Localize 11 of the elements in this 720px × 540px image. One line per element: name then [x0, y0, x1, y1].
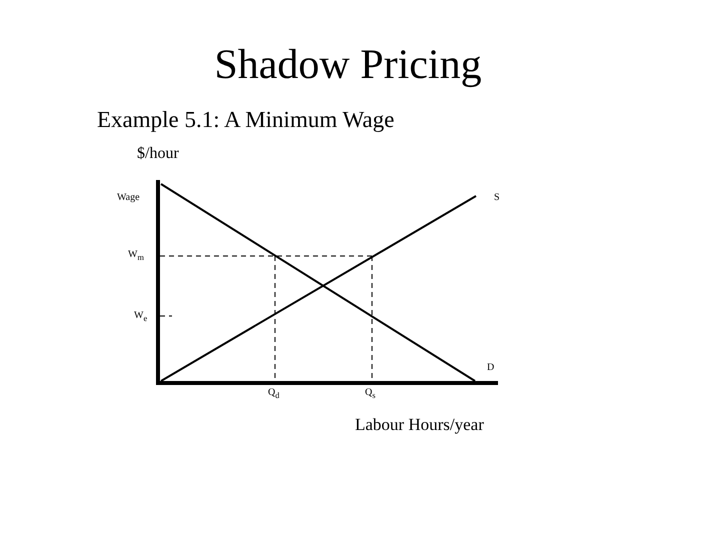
axis-label: Q$_{d}$ [268, 388, 280, 400]
axis-label: W$_{m}$ [128, 250, 144, 262]
axis-label: Labour Hours/year [355, 416, 484, 433]
axis-label: W$_{e}$ [134, 311, 148, 324]
axis-label: $/hour [137, 146, 179, 162]
curve-label: S [494, 193, 500, 203]
axis-label: Wage [117, 193, 140, 203]
axis-label: Q$_{s}$ [365, 388, 376, 400]
title: Shadow Pricing [213, 44, 483, 86]
curve-label: D [487, 363, 494, 373]
subtitle: Example 5.1: A Minimum Wage [97, 108, 394, 131]
